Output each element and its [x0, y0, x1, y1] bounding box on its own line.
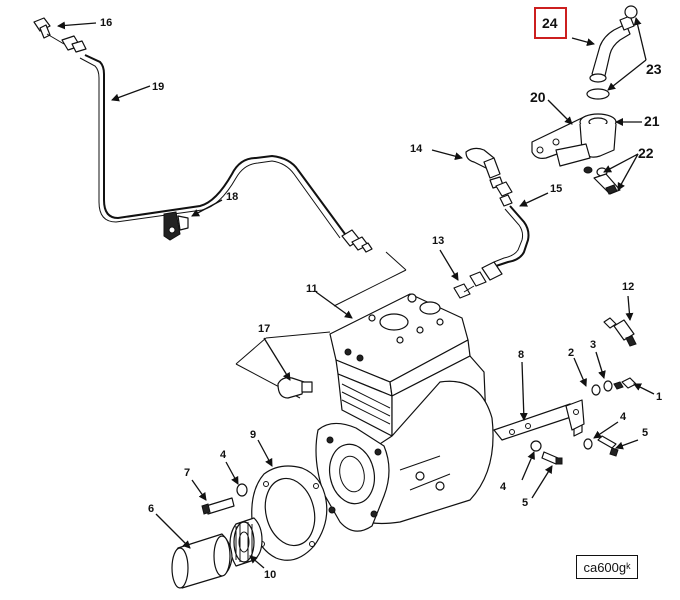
callout-2: 2 [568, 347, 574, 359]
callout-12: 12 [622, 281, 634, 293]
hardware-left [201, 483, 248, 515]
leader-lines [235, 251, 407, 399]
gear-10 [229, 517, 263, 567]
callout-20: 20 [530, 89, 546, 105]
compressor-11 [315, 293, 494, 532]
callout-4-right: 4 [620, 411, 627, 423]
sleeve-6 [171, 533, 233, 589]
fitting-13 [453, 261, 503, 299]
highlight-box [534, 7, 567, 39]
callout-8: 8 [518, 349, 524, 361]
callout-labels: 16 19 18 14 15 13 11 17 12 23 20 21 22 8… [100, 17, 662, 581]
callout-9: 9 [250, 429, 256, 441]
fitting-12 [603, 317, 637, 347]
callout-1: 1 [656, 391, 662, 403]
gasket-9 [251, 465, 328, 561]
figure-code: ca600gᵏ [583, 559, 631, 575]
callout-5-bottom: 5 [522, 497, 528, 509]
callout-21: 21 [644, 113, 660, 129]
callout-18: 18 [226, 191, 238, 203]
callout-5-right: 5 [642, 427, 648, 439]
oring-23-bottom [586, 88, 610, 100]
callout-22: 22 [638, 145, 654, 161]
tube-24 [589, 15, 635, 83]
callout-arrows [57, 17, 655, 569]
figure-code-box: ca600gᵏ [576, 555, 638, 579]
fitting-16 [33, 17, 87, 53]
callout-15: 15 [550, 183, 562, 195]
clamp-18 [163, 211, 189, 241]
callout-19: 19 [152, 81, 164, 93]
tube-end-fitting [341, 229, 373, 253]
callout-23: 23 [646, 61, 662, 77]
highlighted-callout-24: 24 [534, 7, 567, 39]
callout-4-bottom: 4 [500, 481, 507, 493]
callout-7: 7 [184, 467, 190, 479]
callout-10: 10 [264, 569, 276, 581]
callout-3: 3 [590, 339, 596, 351]
callout-14: 14 [410, 143, 423, 155]
callout-11: 11 [306, 283, 318, 295]
bracket-8 [493, 399, 585, 441]
elbow-17 [277, 377, 313, 399]
callout-17: 17 [258, 323, 270, 335]
callout-4-left: 4 [220, 449, 227, 461]
callout-6: 6 [148, 503, 154, 515]
callout-24: 24 [542, 15, 558, 31]
callout-16: 16 [100, 17, 112, 29]
callout-13: 13 [432, 235, 444, 247]
oring-23-top [624, 5, 638, 19]
tube-15 [493, 181, 530, 267]
bolts-22 [583, 166, 621, 195]
tube-19 [79, 54, 346, 239]
elbow-14 [465, 147, 504, 189]
